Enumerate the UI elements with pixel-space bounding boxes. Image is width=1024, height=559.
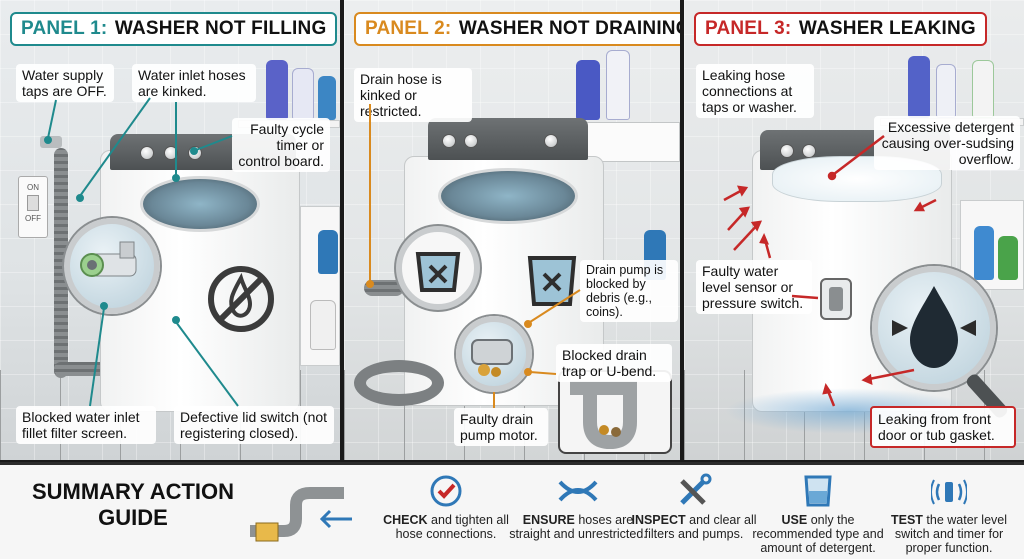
inlet-valve-magnifier (64, 218, 160, 314)
untangle-hose-icon (558, 480, 598, 502)
action-ensure-verb: ENSURE (522, 513, 575, 527)
inlet-valve-icon (80, 241, 137, 277)
leak-magnifier (872, 266, 996, 390)
detergent-bottle (606, 50, 630, 120)
panel-3-heading: WASHER LEAKING (798, 18, 976, 39)
panel-washer-not-filling: ON OFF PANEL 1: WASHER NOT FILLING Water… (0, 0, 340, 460)
drain-pump-magnifier (456, 316, 532, 392)
panel-2-number: PANEL 2: (365, 18, 452, 39)
panel-1-leader-lines (44, 97, 239, 407)
action-ensure: ENSURE hoses are straight and unrestrict… (508, 473, 648, 541)
control-knob (140, 146, 154, 160)
label-faulty-level-sensor: Faulty water level sensor or pressure sw… (696, 260, 812, 314)
label-blocked-filter-screen: Blocked water inlet fillet filter screen… (16, 406, 156, 444)
panel-3-leader-lines (723, 135, 937, 407)
inlet-hose (54, 362, 114, 376)
u-bend-trap-icon (570, 381, 637, 450)
no-water-icon (208, 266, 274, 332)
label-drain-hose-kinked: Drain hose is kinked or restricted. (354, 68, 472, 122)
label-water-supply-taps: Water supply taps are OFF. (16, 64, 114, 102)
panel-washer-leaking: PANEL 3: WASHER LEAKING Leaking hose con… (684, 0, 1024, 460)
control-knob (780, 144, 794, 158)
u-bend-inset (558, 370, 672, 454)
blocked-basin-icon (527, 256, 577, 306)
action-test-verb: TEST (890, 513, 923, 527)
switch-toggle (27, 195, 39, 211)
detergent-bottle (318, 76, 336, 120)
action-use-text: only the recommended type and amount of … (752, 513, 884, 555)
panel-1-number: PANEL 1: (21, 18, 108, 39)
washer-tub-full (438, 168, 578, 224)
action-test: TEST the water level switch and timer fo… (880, 473, 1018, 555)
detergent-bottle (998, 236, 1018, 280)
check-icon (430, 475, 462, 507)
label-faulty-drain-pump-motor: Faulty drain pump motor. (454, 408, 548, 446)
action-check-text: and tighten all hose connections. (395, 513, 509, 541)
panel-3-title: PANEL 3: WASHER LEAKING (694, 12, 987, 46)
action-inspect: INSPECT and clear all filters and pumps. (624, 473, 764, 541)
action-use-verb: USE (781, 513, 808, 527)
tools-icon (680, 473, 712, 505)
label-blocked-drain-trap: Blocked drain trap or U-bend. (556, 344, 672, 382)
full-basin-icon (415, 252, 461, 292)
action-inspect-text: and clear all filters and pumps. (644, 513, 757, 541)
control-knob (544, 134, 558, 148)
panel-2-leader-lines (366, 104, 581, 408)
measuring-cup-icon (804, 475, 832, 507)
detergent-bottle (318, 230, 338, 274)
label-inlet-hoses-kinked: Water inlet hoses are kinked. (132, 64, 256, 102)
wall-switch: ON OFF (18, 176, 48, 238)
control-knob (464, 134, 478, 148)
control-knob (442, 134, 456, 148)
action-use: USE only the recommended type and amount… (748, 473, 888, 555)
switch-off-label: OFF (25, 214, 41, 223)
action-test-text: the water level switch and timer for pro… (894, 513, 1008, 555)
drain-pump-icon (471, 339, 513, 377)
action-ensure-text: hoses are straight and unrestricted. (509, 513, 647, 541)
panel-2-heading: WASHER NOT DRAINING (458, 18, 680, 39)
pressure-switch-inset (820, 278, 852, 320)
action-inspect-verb: INSPECT (631, 513, 686, 527)
detergent-bottle (908, 56, 930, 118)
inlet-hose (54, 148, 68, 378)
action-check-verb: CHECK (383, 513, 428, 527)
switch-on-label: ON (27, 183, 39, 192)
detergent-bottle (266, 60, 288, 120)
pipe-wrench-illustration (250, 487, 352, 542)
control-knob (164, 146, 178, 160)
label-leaking-gasket: Leaking from front door or tub gasket. (870, 406, 1016, 448)
panel-washer-not-draining: PANEL 2: WASHER NOT DRAINING Drain hose … (344, 0, 680, 460)
summary-title: SUMMARY ACTION GUIDE (31, 479, 235, 530)
detergent-bottle (576, 60, 600, 120)
action-check: CHECK and tighten all hose connections. (376, 473, 516, 541)
panel-1-heading: WASHER NOT FILLING (114, 18, 327, 39)
label-defective-lid-switch: Defective lid switch (not registering cl… (174, 406, 334, 444)
drain-basin-magnifier (396, 226, 480, 310)
panel-2-title: PANEL 2: WASHER NOT DRAINING (354, 12, 680, 46)
summary-action-guide: SUMMARY ACTION GUIDE CHECK and tighten a… (0, 462, 1024, 559)
sensor-signal-icon (931, 479, 967, 505)
label-excessive-detergent: Excessive detergent causing over-sudsing… (874, 116, 1020, 170)
panel-3-number: PANEL 3: (705, 18, 792, 39)
detergent-bottle (310, 300, 336, 350)
label-drain-pump-debris: Drain pump is blocked by debris (e.g., c… (580, 260, 678, 322)
label-faulty-cycle-timer: Faulty cycle timer or control board. (232, 118, 330, 172)
panel-1-title: PANEL 1: WASHER NOT FILLING (10, 12, 338, 46)
detergent-bottle (974, 226, 994, 280)
pressure-switch-icon (829, 287, 843, 311)
washer-tub (140, 176, 260, 232)
label-leaking-hose-connections: Leaking hose connections at taps or wash… (696, 64, 814, 118)
water-drop-icon (892, 286, 976, 368)
